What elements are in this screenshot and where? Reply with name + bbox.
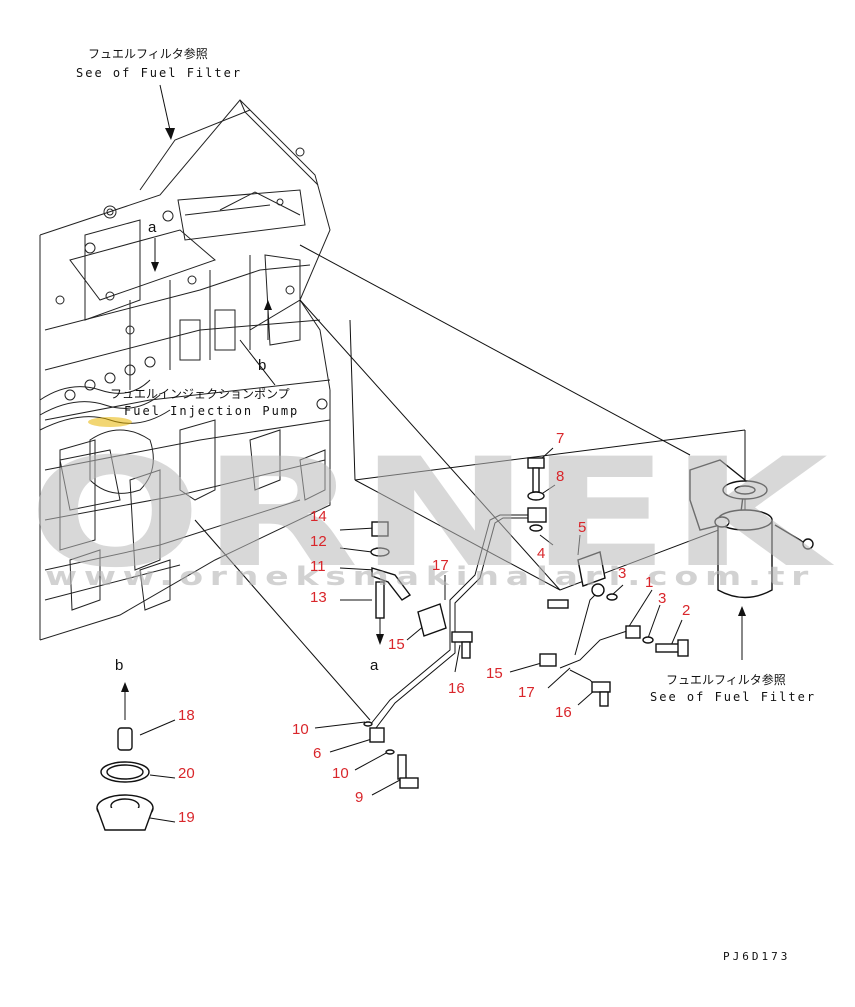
highlight-mark	[88, 417, 132, 427]
injection-pump-label-en: Fuel Injection Pump	[124, 404, 299, 418]
part-number: 3	[658, 590, 666, 607]
part-number: 15	[486, 665, 503, 682]
part-number: 14	[310, 508, 327, 525]
view-arrow-a-top	[151, 238, 159, 272]
view-label-b-top: b	[258, 357, 266, 374]
engine-block-drawing	[39, 99, 331, 641]
watermark-url: www.orneksmakinalari.com.tr	[45, 562, 815, 592]
fuel-filter-right-label-en: See of Fuel Filter	[650, 690, 816, 704]
part-number: 10	[292, 721, 309, 738]
part-number: 3	[618, 565, 626, 582]
part-number: 19	[178, 809, 195, 826]
part-number: 16	[555, 704, 572, 721]
view-arrow-b-top	[264, 300, 272, 340]
part-number: 11	[310, 558, 326, 575]
part-number: 9	[355, 789, 363, 806]
part-number: 5	[578, 519, 586, 536]
watermark-brand: ORNEK	[28, 427, 834, 601]
fittings	[363, 457, 689, 789]
view-b-parts	[96, 682, 154, 831]
part-number: 2	[682, 602, 690, 619]
leader-lines	[139, 84, 746, 823]
fuel-filter-right-label-jp: フュエルフィルタ参照	[666, 672, 786, 687]
part-number: 7	[556, 430, 564, 447]
part-number-labels: 7 8 4 5 3 1 3 2 14 12 11 13 17 15 16 15 …	[178, 430, 690, 826]
part-number: 6	[313, 745, 321, 762]
part-number: 17	[432, 557, 449, 574]
part-number: 12	[310, 533, 327, 550]
part-number: 15	[388, 636, 405, 653]
fuel-filter-top-label-jp: フュエルフィルタ参照	[88, 46, 208, 61]
part-number: 1	[645, 574, 653, 591]
part-number: 17	[518, 684, 535, 701]
fuel-filter-top-label-en: See of Fuel Filter	[76, 66, 242, 80]
part-number: 10	[332, 765, 349, 782]
drawing-code: PJ6D173	[723, 950, 790, 963]
part-number: 18	[178, 707, 195, 724]
view-label-a-bottom: a	[370, 657, 379, 674]
view-label-b-bottom: b	[115, 657, 123, 674]
injection-pump-label-jp: フュエルインジェクションポンプ	[110, 387, 290, 401]
part-number: 20	[178, 765, 195, 782]
part-number: 4	[537, 545, 545, 562]
fuel-filter-right-arrowhead	[738, 606, 746, 616]
fuel-filter-top-arrowhead	[165, 128, 175, 140]
view-label-a-top: a	[148, 219, 157, 236]
part-number: 13	[310, 589, 327, 606]
fuel-filter-assembly	[689, 459, 814, 599]
part-number: 16	[448, 680, 465, 697]
part-number: 8	[556, 468, 564, 485]
